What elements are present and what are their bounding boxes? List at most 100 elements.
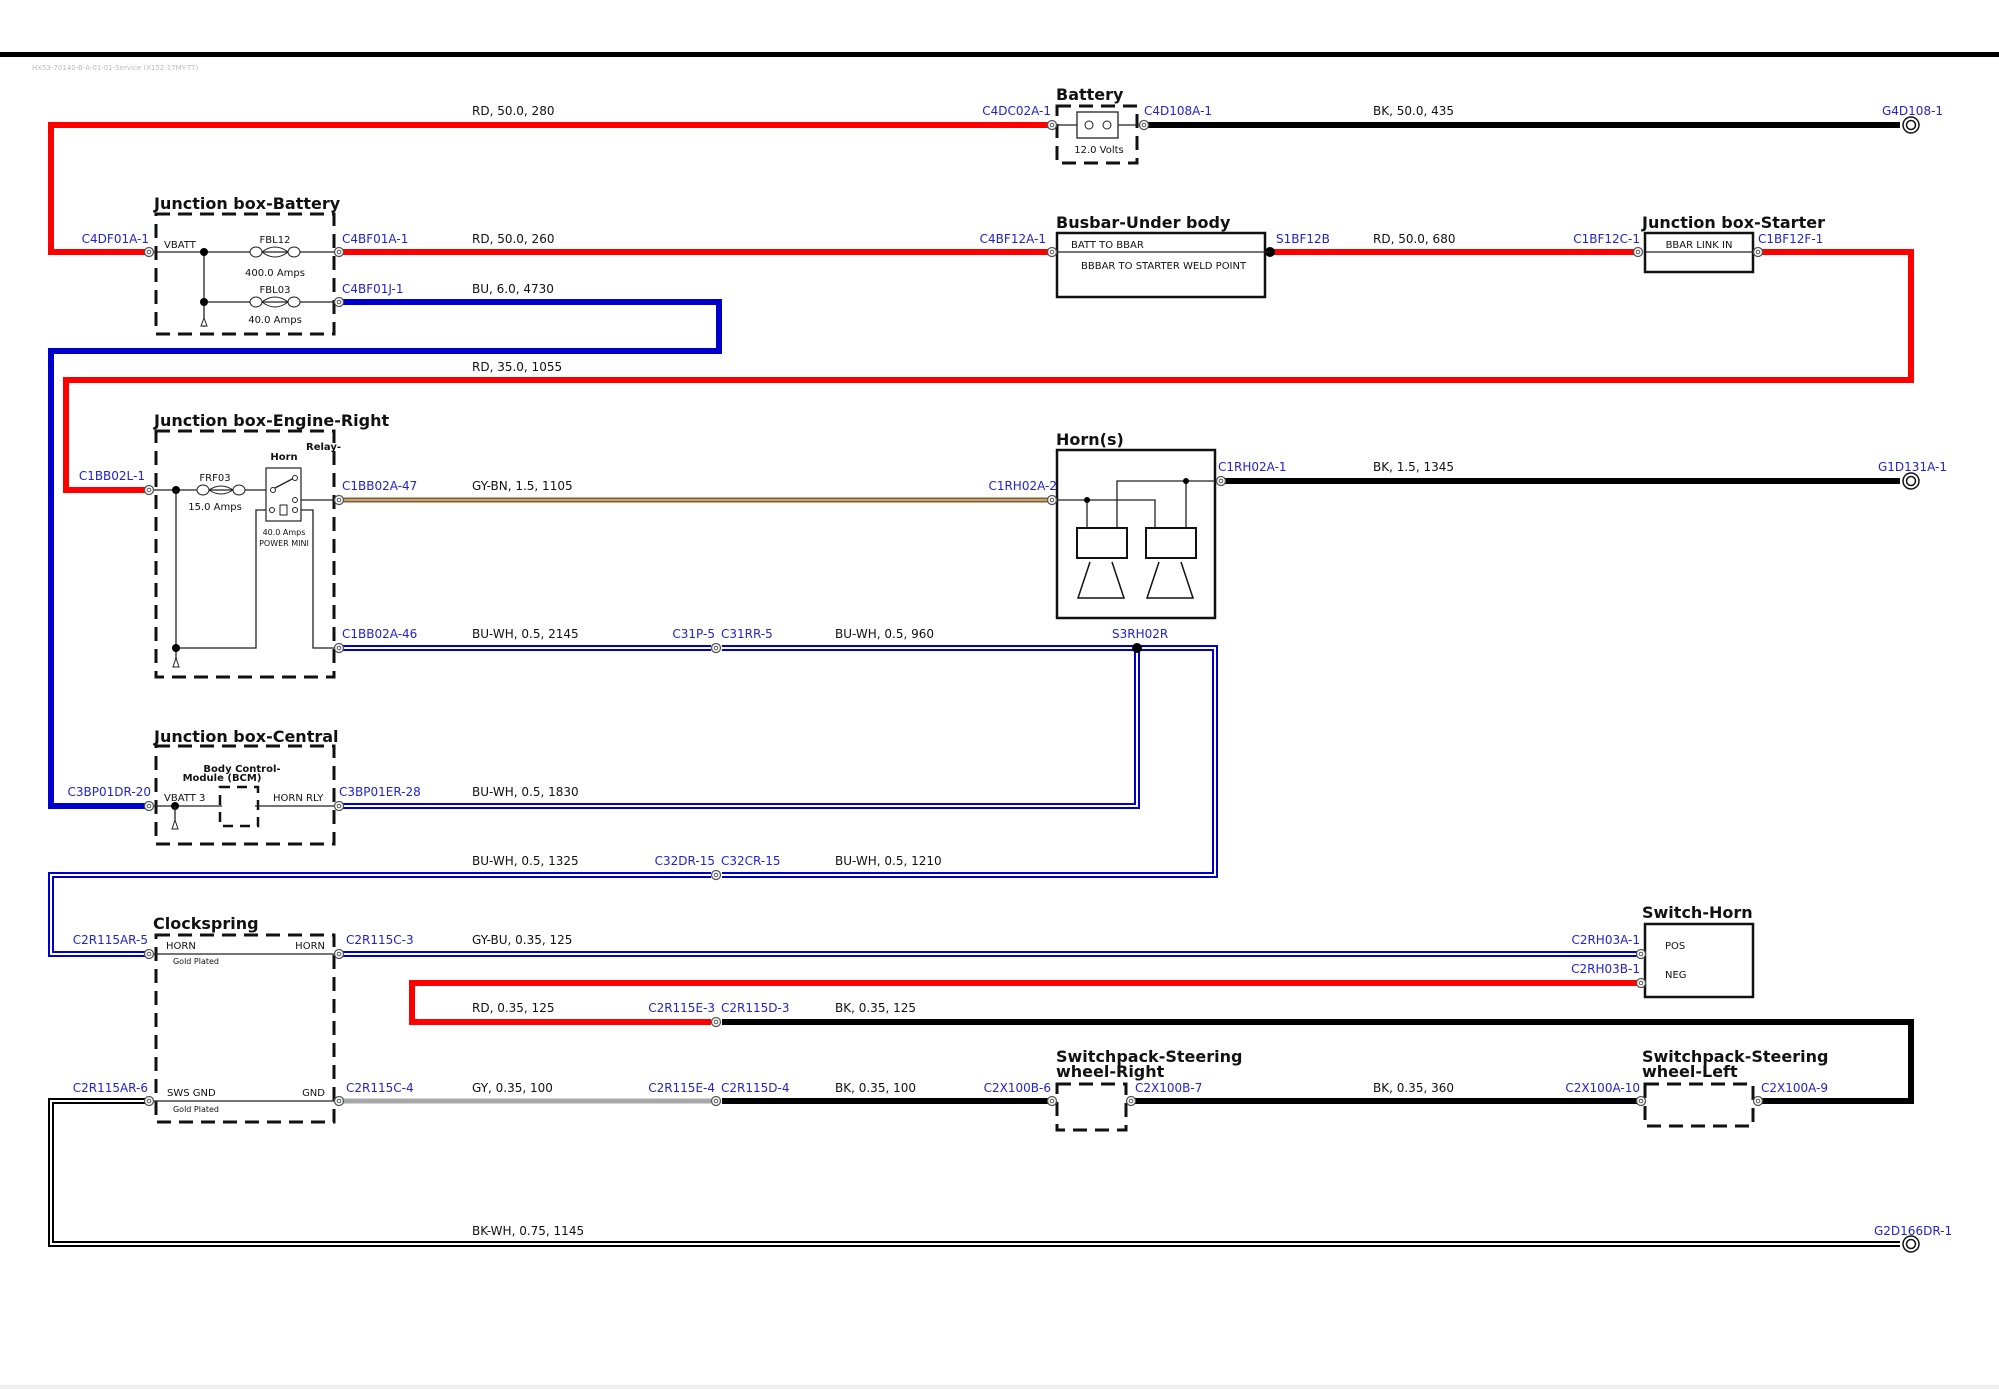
switchpack-steering-wheel-right[interactable]: Switchpack-Steering wheel-Right <box>1055 1047 1242 1132</box>
connector-pin-icon <box>1138 119 1150 131</box>
wire-label: GY-BN, 1.5, 1105 <box>472 479 573 493</box>
connector-label[interactable]: C4BF01A-1 <box>342 232 408 246</box>
wire-label: BK-WH, 0.75, 1145 <box>472 1224 584 1238</box>
connector-label[interactable]: C2R115D-3 <box>721 1001 789 1015</box>
relay-horn-label: Horn <box>270 452 297 463</box>
wire-labels: RD, 50.0, 280 BK, 50.0, 435 RD, 50.0, 26… <box>472 104 1455 1238</box>
connector-label[interactable]: C2R115E-3 <box>648 1001 715 1015</box>
connector-label[interactable]: C2RH03A-1 <box>1571 933 1640 947</box>
fuse-frf03-rating: 15.0 Amps <box>188 502 242 513</box>
battery-component[interactable]: Battery 12.0 Volts <box>1052 85 1144 165</box>
horns-title: Horn(s) <box>1056 430 1124 449</box>
document-id: HX53-70140-B-A-01-01-Service (X152-17MY-… <box>32 64 198 72</box>
connector-label[interactable]: C2X100A-9 <box>1761 1081 1828 1095</box>
connector-label[interactable]: C4BF01J-1 <box>342 282 404 296</box>
fuse-icon <box>249 246 301 258</box>
connector-label[interactable]: S3RH02R <box>1112 627 1168 641</box>
fuse-icon <box>196 484 246 496</box>
connector-label[interactable]: C1BF12C-1 <box>1573 232 1640 246</box>
switchpack-steering-wheel-left[interactable]: Switchpack-Steering wheel-Left <box>1642 1047 1828 1128</box>
connector-pin-icon <box>710 1016 722 1028</box>
wire-bu-4730[interactable] <box>48 299 722 809</box>
connector-label[interactable]: C4DF01A-1 <box>82 232 149 246</box>
wire-label: BK, 0.35, 125 <box>835 1001 916 1015</box>
switch-horn-component[interactable]: Switch-Horn POS NEG <box>1642 903 1755 999</box>
gold-plated-label: Gold Plated <box>173 1105 219 1114</box>
connector-label[interactable]: C1BB02L-1 <box>79 469 145 483</box>
wire-label: BK, 50.0, 435 <box>1373 104 1454 118</box>
ground-arrow-icon <box>172 656 180 668</box>
clockspring-component[interactable]: Clockspring HORN HORN Gold Plated SWS GN… <box>149 914 339 1124</box>
wire-bu-wh-group[interactable] <box>48 645 1641 957</box>
connector-pin-icon <box>710 869 722 881</box>
wire-label: BU-WH, 0.5, 1210 <box>835 854 942 868</box>
junction-box-battery[interactable]: Junction box-Battery VBATT FBL12 400.0 A… <box>149 194 341 336</box>
fuse-fbl03-label: FBL03 <box>260 285 291 296</box>
switchpack-right-title-1: Switchpack-Steering <box>1056 1047 1242 1066</box>
jb-engine-right-title: Junction box-Engine-Right <box>153 411 390 430</box>
fuse-frf03-label: FRF03 <box>199 473 230 484</box>
connector-label[interactable]: G4D108-1 <box>1882 104 1943 118</box>
connector-pin-icon <box>333 1095 345 1107</box>
junction-box-starter[interactable]: Junction box-Starter BBAR LINK IN <box>1641 213 1825 274</box>
connector-label[interactable]: C3BP01ER-28 <box>339 785 421 799</box>
connector-label[interactable]: C2R115C-4 <box>346 1081 414 1095</box>
connector-pin-icon <box>710 1095 722 1107</box>
connector-label[interactable]: C32DR-15 <box>655 854 715 868</box>
pos-pin: POS <box>1665 941 1685 952</box>
horn-icon <box>1076 527 1128 599</box>
connector-pin-icon <box>333 948 345 960</box>
connector-label[interactable]: C2R115AR-6 <box>73 1081 148 1095</box>
busbar-line1: BATT TO BBAR <box>1071 240 1144 251</box>
wire-bk-0.35-125[interactable] <box>722 1019 1914 1104</box>
connector-label[interactable]: C4D108A-1 <box>1144 104 1212 118</box>
ground-arrow-icon <box>171 818 179 830</box>
connector-label[interactable]: C3BP01DR-20 <box>68 785 151 799</box>
junction-box-engine-right[interactable]: Junction box-Engine-Right Relay- Horn FR… <box>149 411 390 679</box>
connector-label[interactable]: C2R115C-3 <box>346 933 414 947</box>
fuse-fbl03-rating: 40.0 Amps <box>248 315 302 326</box>
splice-node <box>1132 643 1142 653</box>
connector-label[interactable]: C32CR-15 <box>721 854 780 868</box>
connector-label[interactable]: C31P-5 <box>672 627 715 641</box>
wire-rd-280[interactable] <box>48 122 1052 255</box>
connector-pin-icon <box>333 246 345 258</box>
horn-rly-label: HORN RLY <box>273 793 324 804</box>
connector-label[interactable]: C2R115AR-5 <box>73 933 148 947</box>
junction-box-central[interactable]: Junction box-Central Body Control- Modul… <box>149 727 339 846</box>
connector-label[interactable]: C2RH03B-1 <box>1571 962 1640 976</box>
connector-label[interactable]: C4DC02A-1 <box>982 104 1051 118</box>
connector-pin-icon <box>1635 948 1647 960</box>
connector-pin-icon <box>1635 977 1647 989</box>
busbar-under-body[interactable]: Busbar-Under body BATT TO BBAR BBBAR TO … <box>1055 213 1270 299</box>
connector-label[interactable]: C31RR-5 <box>721 627 773 641</box>
connector-label[interactable]: C2X100B-6 <box>984 1081 1051 1095</box>
wire-bk-wh-1145[interactable] <box>48 1098 1900 1247</box>
wire-rd-1055[interactable] <box>63 249 1914 493</box>
connector-label[interactable]: S1BF12B <box>1276 232 1330 246</box>
ground-arrow-icon <box>200 316 208 327</box>
connector-label[interactable]: C2X100A-10 <box>1565 1081 1640 1095</box>
wire-label: BU-WH, 0.5, 1830 <box>472 785 579 799</box>
connector-label[interactable]: C1RH02A-1 <box>1218 460 1287 474</box>
sws-gnd-pin: SWS GND <box>167 1088 216 1099</box>
horns-component[interactable]: Horn(s) <box>1055 430 1217 620</box>
connector-label[interactable]: G1D131A-1 <box>1878 460 1947 474</box>
connector-label[interactable]: C1BB02A-47 <box>342 479 417 493</box>
wire-label: GY, 0.35, 100 <box>472 1081 553 1095</box>
connector-label[interactable]: C2X100B-7 <box>1135 1081 1202 1095</box>
wire-rd-0.35-125[interactable] <box>409 980 1641 1025</box>
horn-icon <box>1145 527 1197 599</box>
bottom-strip <box>0 1385 1999 1389</box>
connector-label[interactable]: C2R115D-4 <box>721 1081 789 1095</box>
wire-label: RD, 50.0, 680 <box>1373 232 1455 246</box>
connector-label[interactable]: C1BB02A-46 <box>342 627 417 641</box>
connector-label[interactable]: C4BF12A-1 <box>980 232 1046 246</box>
wire-label: BU-WH, 0.5, 960 <box>835 627 934 641</box>
connector-pin-icon <box>333 800 345 812</box>
wire-label: RD, 50.0, 280 <box>472 104 554 118</box>
connector-label[interactable]: G2D166DR-1 <box>1874 1224 1952 1238</box>
connector-label[interactable]: C1BF12F-1 <box>1758 232 1823 246</box>
connector-label[interactable]: C1RH02A-2 <box>988 479 1057 493</box>
connector-label[interactable]: C2R115E-4 <box>648 1081 715 1095</box>
